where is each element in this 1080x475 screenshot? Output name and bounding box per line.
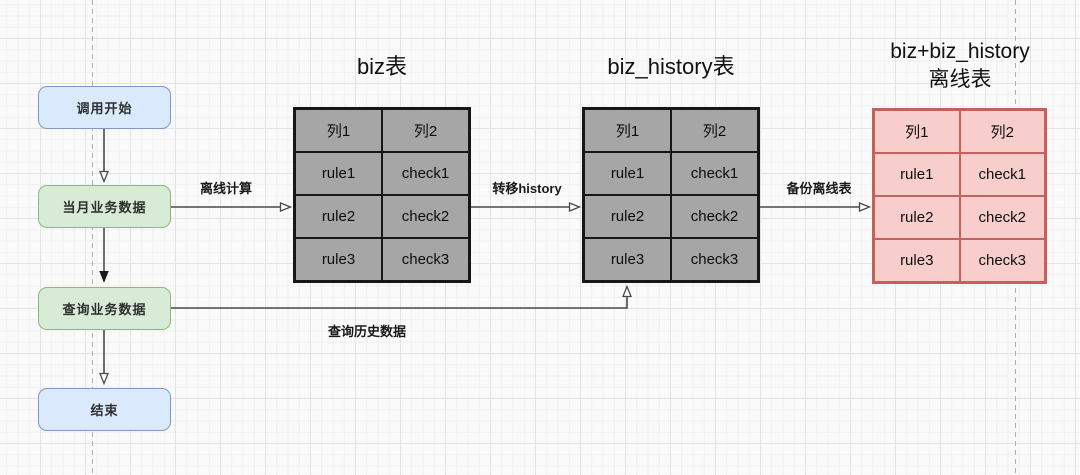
flow-node-query: 查询业务数据	[38, 287, 171, 330]
biz-history-cell-r3c2: check3	[671, 238, 758, 281]
offline-cell-r1c2: check1	[959, 153, 1045, 196]
flow-node-end-label: 结束	[90, 403, 119, 418]
biz-history-cell-r1c2: check1	[671, 152, 758, 195]
offline-cell-r1c1: rule1	[874, 153, 960, 196]
biz-header-col1: 列1	[295, 109, 382, 152]
edge-label-backup-offline: 备份离线表	[786, 181, 852, 196]
edge-query-history	[171, 284, 632, 309]
biz-history-table-title: biz_history表	[607, 54, 735, 79]
flow-node-monthly-label: 当月业务数据	[62, 200, 147, 215]
biz-table: 列1 列2 rule1 check1 rule2 check2 rule3 ch…	[293, 107, 471, 283]
offline-table-title-line1: biz+biz_history	[890, 40, 1030, 63]
biz-history-table: 列1 列2 rule1 check1 rule2 check2 rule3 ch…	[582, 107, 760, 283]
flow-node-end: 结束	[38, 388, 171, 431]
biz-cell-r2c1: rule2	[295, 195, 382, 238]
page-divider-left	[92, 0, 93, 475]
flow-node-start: 调用开始	[38, 86, 171, 129]
edge-label-offline-compute: 离线计算	[199, 181, 252, 196]
biz-cell-r3c2: check3	[382, 238, 469, 281]
biz-history-header-col1: 列1	[584, 109, 671, 152]
edge-label-transfer-history: 转移history	[492, 181, 562, 196]
offline-table-title: biz+biz_history 离线表	[852, 38, 1068, 94]
flow-node-start-label: 调用开始	[76, 101, 133, 116]
edge-label-query-history: 查询历史数据	[327, 324, 406, 339]
biz-cell-r1c1: rule1	[295, 152, 382, 195]
flow-node-monthly: 当月业务数据	[38, 185, 171, 228]
biz-header-col2: 列2	[382, 109, 469, 152]
biz-history-header-col2: 列2	[671, 109, 758, 152]
biz-table-title: biz表	[356, 54, 408, 79]
offline-table-title-line2: 离线表	[928, 68, 992, 91]
offline-header-col2: 列2	[959, 110, 1045, 153]
biz-cell-r3c1: rule3	[295, 238, 382, 281]
offline-cell-r2c1: rule2	[874, 196, 960, 239]
offline-table: 列1 列2 rule1 check1 rule2 check2 rule3 ch…	[872, 108, 1047, 284]
offline-cell-r2c2: check2	[959, 196, 1045, 239]
flow-node-query-label: 查询业务数据	[62, 302, 147, 317]
biz-history-cell-r2c2: check2	[671, 195, 758, 238]
biz-history-cell-r2c1: rule2	[584, 195, 671, 238]
offline-cell-r3c2: check3	[959, 239, 1045, 282]
biz-history-cell-r3c1: rule3	[584, 238, 671, 281]
offline-cell-r3c1: rule3	[874, 239, 960, 282]
offline-header-col1: 列1	[874, 110, 960, 153]
biz-cell-r1c2: check1	[382, 152, 469, 195]
biz-cell-r2c2: check2	[382, 195, 469, 238]
biz-history-cell-r1c1: rule1	[584, 152, 671, 195]
